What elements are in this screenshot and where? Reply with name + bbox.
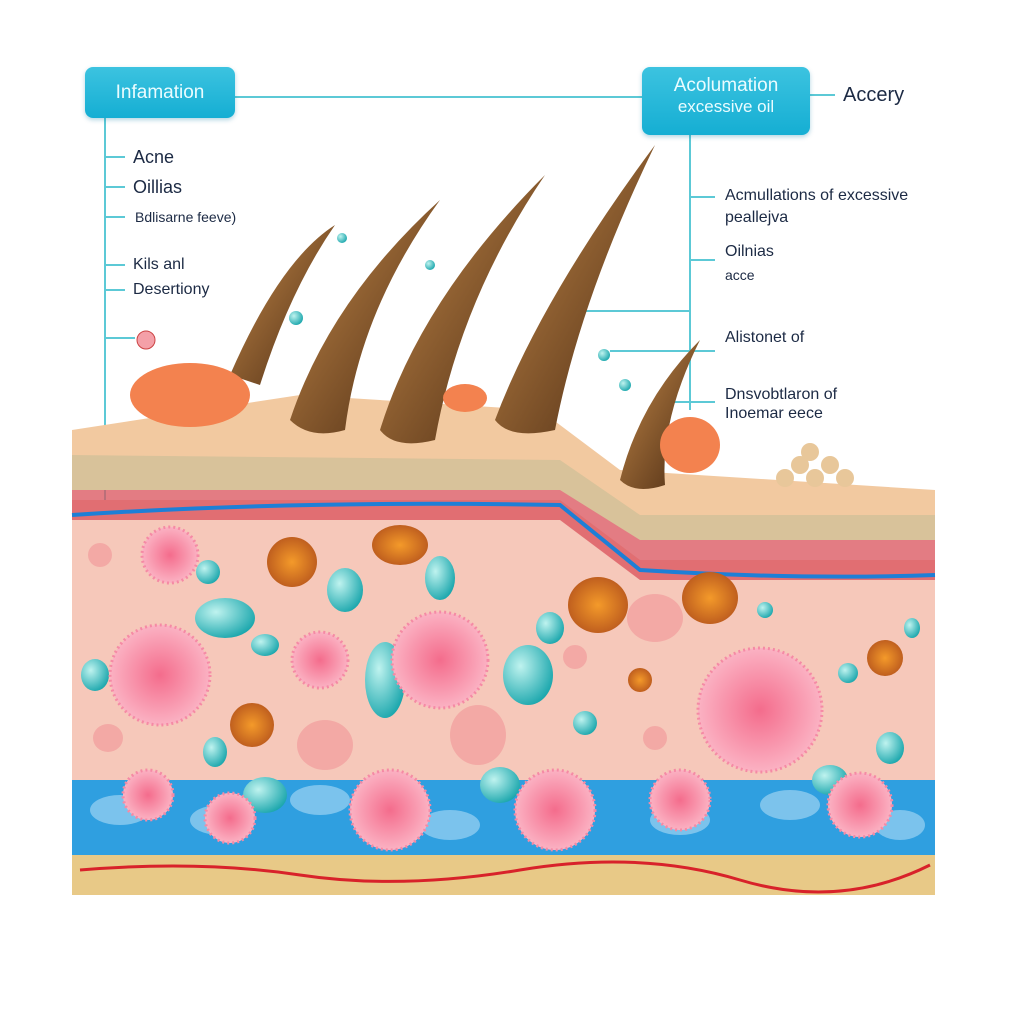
sebaceous-glands	[130, 363, 720, 473]
accumulation-callout: Acolumation excessive oil	[642, 67, 810, 135]
inflammation-callout: Infamation	[85, 67, 235, 118]
left-label-5: Desertiony	[133, 281, 210, 298]
oil-droplets	[81, 233, 920, 813]
right-label-6: Dnsvobtlaron of	[725, 386, 838, 403]
hair	[620, 340, 700, 489]
side-label: Accery	[843, 84, 905, 106]
hair	[230, 225, 335, 385]
left-label-acne: Acne	[133, 147, 175, 167]
callout-line-2: excessive oil	[677, 97, 775, 116]
left-label-3: Bdlisarne feeve)	[135, 209, 237, 225]
left-label-4: Kils anl	[133, 256, 185, 273]
connector-lines	[104, 94, 835, 530]
callout-line-1: Acolumation	[673, 75, 779, 96]
tissue-bumps	[88, 543, 683, 770]
right-label-1: Acmullations of excessive	[725, 187, 909, 204]
fat-cluster	[776, 443, 854, 487]
hair	[495, 145, 655, 434]
basal-layer	[72, 770, 935, 855]
inflammatory-cells	[108, 525, 894, 852]
inflamed-pores	[230, 525, 903, 747]
right-label-2: peallejva	[725, 209, 789, 226]
right-label-5: Alistonet of	[725, 329, 805, 346]
right-label-7: Inoemar eece	[725, 405, 823, 422]
granular-band	[72, 450, 935, 540]
right-label-4: acce	[725, 267, 755, 283]
right-label-3: Oilnias	[725, 243, 774, 260]
hair	[380, 175, 545, 444]
left-label-oiliness: Oillias	[133, 177, 183, 197]
hair	[290, 200, 440, 434]
epidermis-surface	[72, 395, 935, 515]
small-cell-icon	[136, 330, 156, 350]
hair-follicles	[230, 145, 700, 489]
red-band	[72, 470, 935, 580]
